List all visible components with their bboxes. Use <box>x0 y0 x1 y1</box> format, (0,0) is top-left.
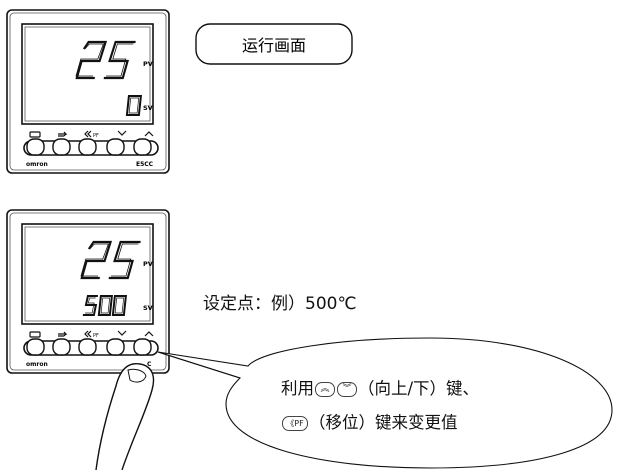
pv-tag: PV <box>143 260 153 268</box>
pf-key-icon <box>84 130 92 138</box>
level-key[interactable] <box>26 338 45 356</box>
model-label: C <box>147 361 152 368</box>
speech-bubble <box>157 337 613 469</box>
sv-tag: SV <box>143 104 153 112</box>
keys <box>26 338 152 356</box>
up-key-icon <box>144 131 154 137</box>
down-key[interactable] <box>106 138 125 156</box>
up-key[interactable] <box>133 138 152 156</box>
key-symbols: PF <box>29 130 154 139</box>
pf-key-icon <box>84 330 92 338</box>
level-key-icon <box>29 131 41 138</box>
up-key[interactable] <box>133 338 152 356</box>
sv-display <box>125 95 143 116</box>
mode-key[interactable] <box>52 338 71 356</box>
down-key-icon <box>117 130 127 136</box>
finger-icon <box>95 363 155 470</box>
display-window <box>21 223 154 325</box>
controller-top: PV SV PF omron E5CC <box>6 9 170 174</box>
sv-display <box>82 295 127 316</box>
level-key-icon <box>29 331 41 338</box>
pf-key-icon: 《PF <box>282 416 308 431</box>
key-symbols: PF <box>29 330 154 339</box>
bubble-line-1: 利用︽︾（向上/下）键、 <box>281 375 479 399</box>
mode-key[interactable] <box>52 138 71 156</box>
svg-text:PF: PF <box>93 333 99 339</box>
up-key-icon: ︽ <box>315 382 335 397</box>
level-key[interactable] <box>26 138 45 156</box>
controller-bottom: PV SV PF omron C <box>6 209 170 374</box>
down-key-icon: ︾ <box>337 382 357 397</box>
sv-tag: SV <box>143 304 153 312</box>
pv-tag: PV <box>143 60 153 68</box>
keys <box>26 138 152 156</box>
bubble-line-2-post: （移位）键来变更值 <box>309 413 458 432</box>
pf-key[interactable] <box>78 138 97 156</box>
svg-text:PF: PF <box>93 133 99 139</box>
mode-key-icon <box>58 331 68 337</box>
pv-display <box>80 240 141 280</box>
down-key[interactable] <box>106 338 125 356</box>
model-label: E5CC <box>136 161 154 168</box>
pf-key[interactable] <box>78 338 97 356</box>
mode-key-icon <box>58 131 68 137</box>
pv-display <box>75 40 136 80</box>
brand-label: omron <box>26 361 48 368</box>
run-screen-label: 运行画面 <box>242 36 306 55</box>
display-window <box>21 23 154 125</box>
brand-label: omron <box>26 161 48 168</box>
bubble-line-2: 《PF（移位）键来变更值 <box>281 409 458 433</box>
bubble-line-1-post: （向上/下）键、 <box>358 379 480 398</box>
down-key-icon <box>117 330 127 336</box>
up-key-icon <box>144 331 154 337</box>
run-screen-label-box: 运行画面 <box>195 23 353 65</box>
bubble-line-1-pre: 利用 <box>281 379 314 398</box>
setpoint-caption: 设定点：例）500℃ <box>203 294 357 314</box>
